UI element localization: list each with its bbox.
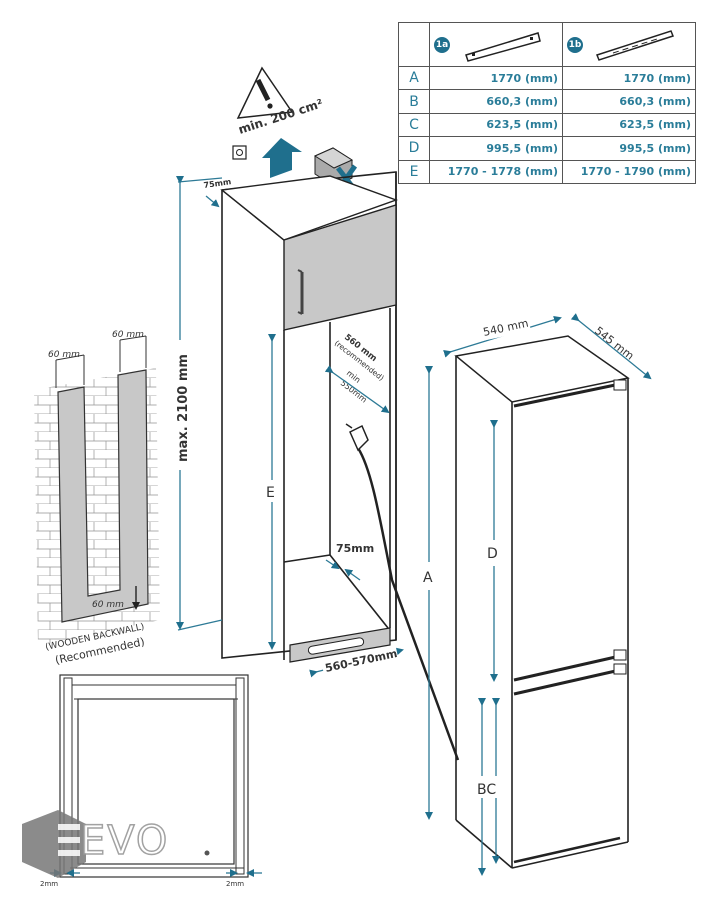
hinge-bottom bbox=[513, 836, 621, 864]
left-strip-label: 60 mm bbox=[48, 350, 80, 360]
backwall-drawing: 60 mm 60 mm 60 mm (WOODEN BACKWALL) (Rec… bbox=[34, 330, 160, 667]
cell-1a: 1770 - 1778 (mm) bbox=[429, 159, 563, 185]
niche-height-label-e: E bbox=[266, 485, 275, 501]
cabinet-drawing: max. 2100 mm 75mm E 560 mm (recommended)… bbox=[170, 171, 460, 761]
cell-1b: 660,3 (mm) bbox=[562, 89, 696, 114]
gap-right-label: 2mm bbox=[226, 880, 244, 888]
table-row: B 660,3 (mm) 660,3 (mm) bbox=[398, 89, 696, 114]
fridge-label-bc: BC bbox=[477, 782, 496, 798]
backwall-panel bbox=[57, 369, 149, 623]
row-key: B bbox=[398, 89, 430, 114]
bottom-strip-label: 60 mm bbox=[92, 600, 124, 610]
cell-1b: 1770 (mm) bbox=[562, 65, 696, 91]
evo-watermark-text: EVO bbox=[79, 817, 170, 865]
dimension-table: 1a 1b A 1770 (mm) 1770 (mm) B 660,3 (mm)… bbox=[398, 22, 696, 185]
back-gap-label: 75mm bbox=[336, 542, 374, 555]
gap-left-label: 2mm bbox=[40, 880, 58, 888]
fridge-label-d: D bbox=[487, 546, 498, 562]
fridge-drawing: 540 mm 545 mm A D BC bbox=[420, 313, 652, 876]
table-row: D 995,5 (mm) 995,5 (mm) bbox=[398, 136, 696, 161]
hinge-middle bbox=[513, 649, 627, 696]
table-header-row: 1a 1b bbox=[398, 22, 696, 67]
top-gap-label: 75mm bbox=[203, 177, 232, 190]
badge-1a: 1a bbox=[434, 36, 450, 53]
fridge-label-a: A bbox=[423, 570, 433, 586]
cell-1b: 1770 - 1790 (mm) bbox=[562, 159, 696, 185]
cell-1a: 1770 (mm) bbox=[429, 65, 563, 91]
evo-watermark: EVO bbox=[20, 808, 168, 888]
column-header-1b: 1b bbox=[562, 22, 696, 67]
table-row: C 623,5 (mm) 623,5 (mm) bbox=[398, 112, 696, 138]
row-key: D bbox=[398, 136, 430, 161]
warning-triangle-icon bbox=[236, 66, 294, 119]
row-key: C bbox=[398, 112, 430, 138]
row-key: E bbox=[398, 159, 430, 185]
header-empty-cell bbox=[398, 22, 430, 67]
cabinet-door bbox=[283, 204, 397, 331]
column-header-1a: 1a bbox=[429, 22, 563, 67]
table-row: E 1770 - 1778 (mm) 1770 - 1790 (mm) bbox=[398, 159, 696, 185]
cell-1b: 995,5 (mm) bbox=[562, 136, 696, 161]
bracket-rail-1b-icon bbox=[596, 30, 674, 61]
hinge-top bbox=[513, 379, 627, 408]
socket-icon bbox=[232, 145, 247, 160]
badge-1b: 1b bbox=[567, 36, 583, 53]
table-row: A 1770 (mm) 1770 (mm) bbox=[398, 65, 696, 91]
door-handle-icon bbox=[297, 269, 304, 315]
bracket-rail-1a-icon bbox=[465, 32, 541, 62]
max-height-label: max. 2100 mm bbox=[176, 354, 191, 462]
top-view-drawing: 2mm 2mm bbox=[40, 674, 262, 888]
cell-1a: 660,3 (mm) bbox=[429, 89, 563, 114]
air-flow-up-arrow-icon bbox=[262, 138, 302, 178]
right-strip-label: 60 mm bbox=[112, 330, 144, 340]
plug-icon bbox=[345, 423, 369, 452]
cell-1b: 623,5 (mm) bbox=[562, 112, 696, 138]
cell-1a: 623,5 (mm) bbox=[429, 112, 563, 138]
evo-logo-icon bbox=[22, 810, 86, 878]
power-cord bbox=[356, 447, 460, 761]
cell-1a: 995,5 (mm) bbox=[429, 136, 563, 161]
ventilation-group: min. 200 cm² bbox=[232, 66, 358, 192]
row-key: A bbox=[398, 65, 430, 91]
